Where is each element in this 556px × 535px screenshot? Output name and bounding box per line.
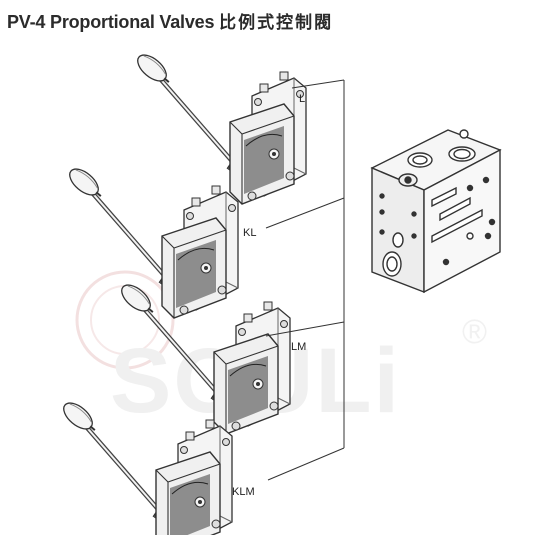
- page-title-zh: 比例式控制閥: [219, 13, 334, 33]
- page-title-en: PV-4 Proportional Valves: [7, 12, 215, 32]
- page-title: PV-4 Proportional Valves 比例式控制閥: [7, 8, 333, 33]
- valve-l-icon: [133, 50, 306, 204]
- valve-label-l: L: [299, 93, 305, 105]
- manifold-block-icon: [370, 129, 502, 294]
- leader-lines: [265, 79, 345, 481]
- valve-label-klm: KLM: [232, 486, 255, 498]
- valve-kl-icon: [65, 164, 238, 318]
- valve-label-kl: KL: [243, 227, 256, 239]
- watermark-mark: ®: [462, 313, 487, 351]
- valve-label-lm: LM: [291, 341, 306, 353]
